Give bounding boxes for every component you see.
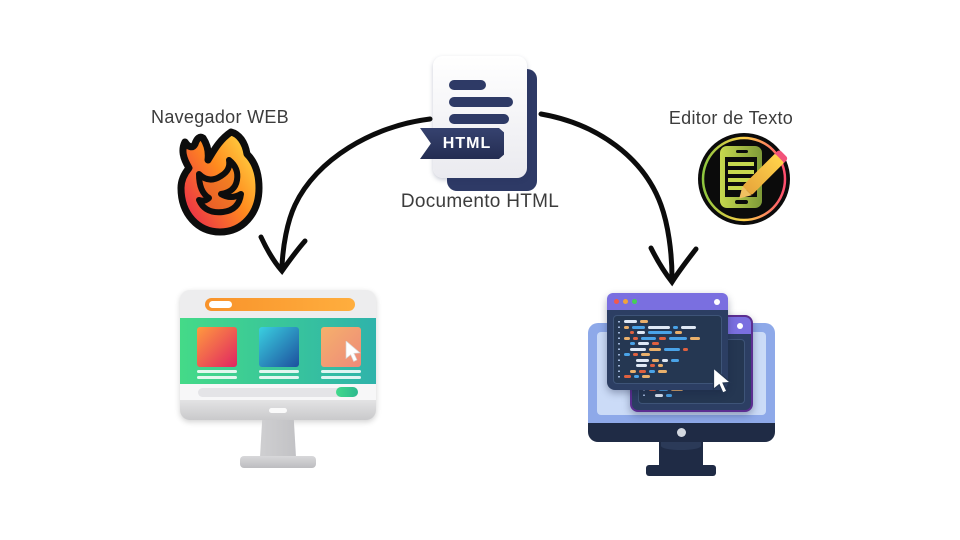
browser-label: Navegador WEB xyxy=(151,107,289,127)
code-panel xyxy=(613,315,722,384)
webpage-footer xyxy=(180,384,376,400)
address-bar xyxy=(205,298,355,311)
editor-monitor xyxy=(585,285,790,485)
browser-screen xyxy=(180,290,376,420)
file-text-line xyxy=(449,97,513,107)
file-text-line xyxy=(449,80,486,90)
editor-monitor-stand xyxy=(659,442,703,467)
arrow-to-browser-head xyxy=(258,234,308,276)
file-text-line xyxy=(449,114,509,124)
webpage-card xyxy=(197,327,237,384)
address-bar-pill xyxy=(209,301,232,308)
window-dot xyxy=(737,322,743,329)
monitor-base xyxy=(240,456,316,468)
editor-monitor-base xyxy=(646,465,716,476)
document-label: Documento HTML xyxy=(400,191,560,212)
browser-toolbar xyxy=(180,290,376,318)
editor-monitor-button xyxy=(677,428,686,437)
cursor-icon xyxy=(345,341,361,362)
editor-icon-ring xyxy=(701,136,787,222)
footer-button xyxy=(336,387,358,397)
file-page xyxy=(433,56,527,178)
html-file-icon: HTML xyxy=(420,53,550,198)
footer-bar xyxy=(198,388,358,397)
html-badge-text: HTML xyxy=(442,134,492,152)
webpage-content xyxy=(180,318,376,384)
code-window-front xyxy=(607,293,728,390)
text-editor-icon xyxy=(698,133,790,225)
monitor-stand xyxy=(260,420,296,457)
monitor-chin xyxy=(180,400,376,420)
window-dot xyxy=(714,298,720,305)
editor-label: Editor de Texto xyxy=(668,108,794,128)
browser-monitor xyxy=(180,290,376,470)
webpage-card xyxy=(259,327,299,384)
cursor-icon xyxy=(712,368,733,394)
pencil-icon xyxy=(739,150,788,199)
code-window-titlebar xyxy=(607,293,728,310)
editor-monitor-chin xyxy=(588,423,775,442)
traffic-light-dots xyxy=(614,299,637,304)
monitor-power-button xyxy=(269,408,287,413)
html-badge: HTML xyxy=(420,128,504,159)
arrow-to-editor-head xyxy=(648,245,699,287)
firefox-icon xyxy=(177,128,263,236)
